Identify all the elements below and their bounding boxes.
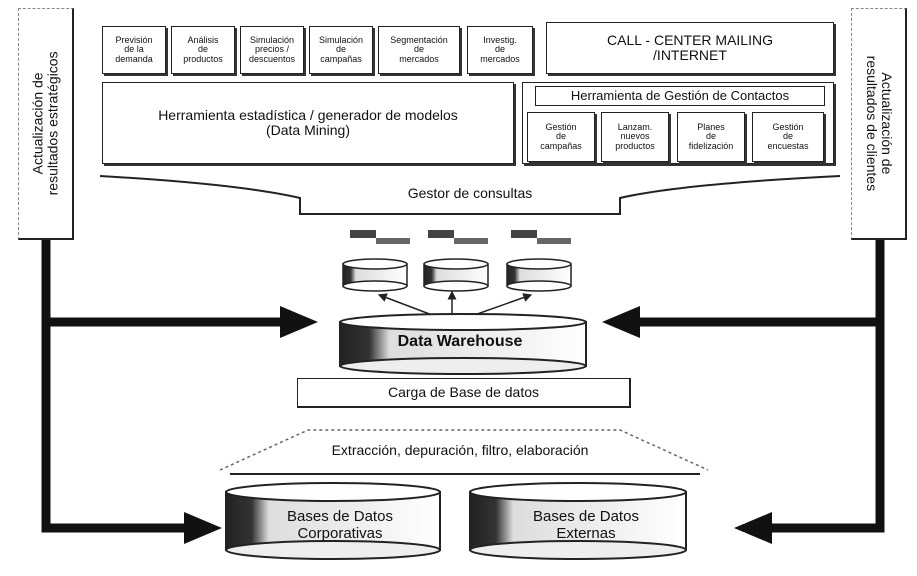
campaign-simulation-label: Simulación de campañas: [318, 34, 364, 64]
db-load-label: Carga de Base de datos: [388, 384, 539, 401]
data-mart-cylinder-2: [423, 258, 489, 292]
price-simulation-label: Simulación precios / descuentos: [248, 34, 296, 64]
market-segmentation-label: Segmentación de mercados: [390, 34, 448, 64]
new-products-launch-box: Lanzam. nuevos productos: [601, 112, 669, 162]
user-workstation-icon-3: [511, 230, 571, 244]
contact-management-title-box: Herramienta de Gestión de Contactos: [535, 86, 825, 106]
campaign-management-label: Gestión de campañas: [540, 121, 582, 151]
contact-management-title: Herramienta de Gestión de Contactos: [570, 88, 790, 104]
external-db-label: Bases de Datos Externas: [533, 508, 639, 543]
strategic-results-update-panel: Actualización de resultados estratégicos: [18, 8, 74, 240]
db-load-box: Carga de Base de datos: [297, 378, 631, 408]
new-products-launch-label: Lanzam. nuevos productos: [615, 121, 655, 151]
market-segmentation-box: Segmentación de mercados: [378, 26, 460, 74]
external-db-cylinder: [469, 482, 687, 560]
data-mart-cylinder-3: [506, 258, 572, 292]
left-corporate-arrow: [41, 322, 222, 544]
product-analysis-box: Análisis de productos: [171, 26, 235, 74]
price-simulation-box: Simulación precios / descuentos: [240, 26, 304, 74]
campaign-management-box: Gestión de campañas: [527, 112, 595, 162]
corporate-db-cylinder: [225, 482, 441, 560]
user-workstation-icon-2: [428, 230, 488, 244]
call-center-label: CALL - CENTER MAILING /INTERNET: [607, 32, 773, 63]
right-external-arrow: [734, 322, 885, 544]
market-research-label: Investig. de mercados: [480, 34, 520, 64]
product-analysis-label: Análisis de productos: [183, 34, 223, 64]
extraction-funnel: [219, 429, 709, 471]
call-center-box: CALL - CENTER MAILING /INTERNET: [546, 22, 834, 74]
data-warehouse-label: Data Warehouse: [397, 333, 523, 350]
right-feedback-arrow: [602, 240, 885, 338]
extraction-label: Extracción, depuración, filtro, elaborac…: [331, 442, 589, 458]
survey-management-label: Gestión de encuestas: [767, 121, 809, 151]
corporate-db-label: Bases de Datos Corporativas: [287, 508, 393, 543]
left-feedback-arrow: [41, 240, 318, 338]
market-research-box: Investig. de mercados: [467, 26, 533, 74]
loyalty-plans-label: Planes de fidelización: [688, 121, 734, 151]
loyalty-plans-box: Planes de fidelización: [677, 112, 745, 162]
demand-forecast-label: Previsión de la demanda: [115, 34, 153, 64]
user-workstation-icon-1: [350, 230, 410, 244]
data-mart-cylinder-1: [342, 258, 408, 292]
campaign-simulation-box: Simulación de campañas: [309, 26, 373, 74]
data-warehouse-cylinder: [339, 313, 587, 375]
query-manager-label: Gestor de consultas: [407, 185, 533, 201]
demand-forecast-box: Previsión de la demanda: [102, 26, 166, 74]
client-results-update-panel: Actualización de resultados de clientes: [851, 8, 907, 240]
query-manager-funnel: [99, 175, 841, 215]
survey-management-box: Gestión de encuestas: [752, 112, 824, 162]
statistical-tool-label: Herramienta estadística / generador de m…: [158, 107, 458, 138]
statistical-tool-box: Herramienta estadística / generador de m…: [102, 82, 514, 164]
